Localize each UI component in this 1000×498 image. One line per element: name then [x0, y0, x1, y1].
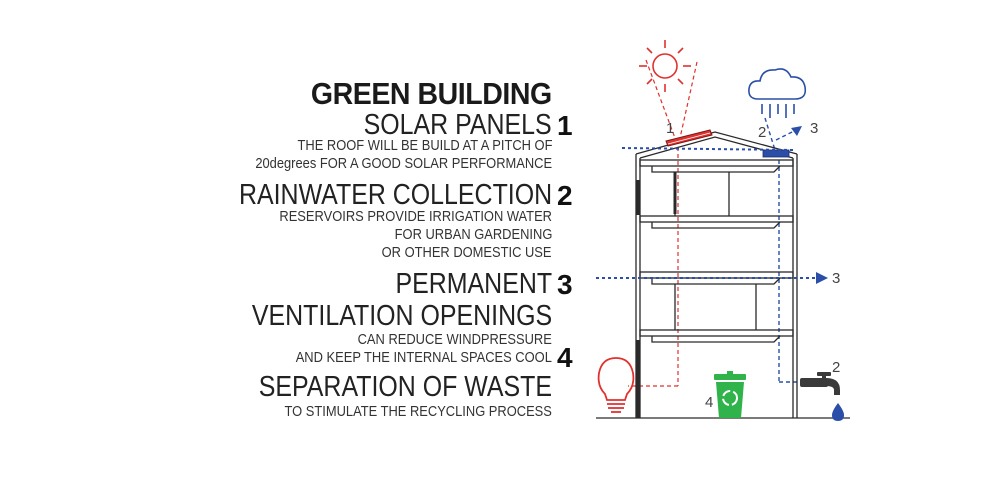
tap-icon	[800, 372, 840, 395]
rain-label: 2	[758, 124, 766, 141]
vent-arrow-head	[816, 272, 828, 284]
heading-rainwater: RAINWATER COLLECTION	[238, 179, 552, 211]
heading-permanent: PERMANENT	[395, 268, 552, 300]
heading-ventilation: VENTILATION OPENINGS	[251, 300, 552, 332]
bin-label: 4	[705, 394, 713, 411]
rain-collector	[762, 149, 790, 158]
rain-arrow-label: 3	[810, 120, 818, 137]
vent-label: 3	[832, 270, 840, 287]
tap-label: 2	[832, 359, 840, 376]
sun-label: 1	[666, 120, 674, 137]
number-1: 1	[557, 110, 573, 141]
page-title: GREEN BUILDING	[311, 76, 552, 111]
bulb-icon	[597, 357, 635, 413]
solar-desc-line-1: THE ROOF WILL BE BUILD AT A PITCH OF	[297, 137, 552, 154]
number-2: 2	[557, 180, 573, 211]
rain-desc-line-2: FOR URBAN GARDENING	[394, 226, 552, 243]
recycle-bin-icon	[714, 371, 746, 418]
water-drop-icon	[832, 403, 844, 421]
sun-rays	[628, 59, 698, 387]
rain-arrow-head	[791, 126, 802, 136]
building-walls	[636, 172, 677, 418]
sun-icon	[639, 40, 691, 92]
building-frame	[635, 131, 798, 418]
vent-desc-line-2: AND KEEP THE INTERNAL SPACES COOL	[295, 349, 552, 366]
waste-desc-line-1: TO STIMULATE THE RECYCLING PROCESS	[284, 403, 552, 420]
rain-desc-line-1: RESERVOIRS PROVIDE IRRIGATION WATER	[279, 208, 552, 225]
solar-panel	[665, 129, 713, 147]
heading-solar-panels: SOLAR PANELS	[363, 109, 552, 141]
ventilation-arrows	[596, 147, 818, 279]
vent-desc-line-1: CAN REDUCE WINDPRESSURE	[357, 331, 552, 348]
solar-desc-line-2: 20degrees FOR A GOOD SOLAR PERFORMANCE	[255, 155, 552, 172]
heading-waste: SEPARATION OF WASTE	[258, 371, 552, 403]
number-4: 4	[557, 342, 573, 373]
cloud-icon	[748, 68, 807, 118]
number-3: 3	[557, 269, 573, 300]
rain-desc-line-3: OR OTHER DOMESTIC USE	[382, 244, 552, 261]
